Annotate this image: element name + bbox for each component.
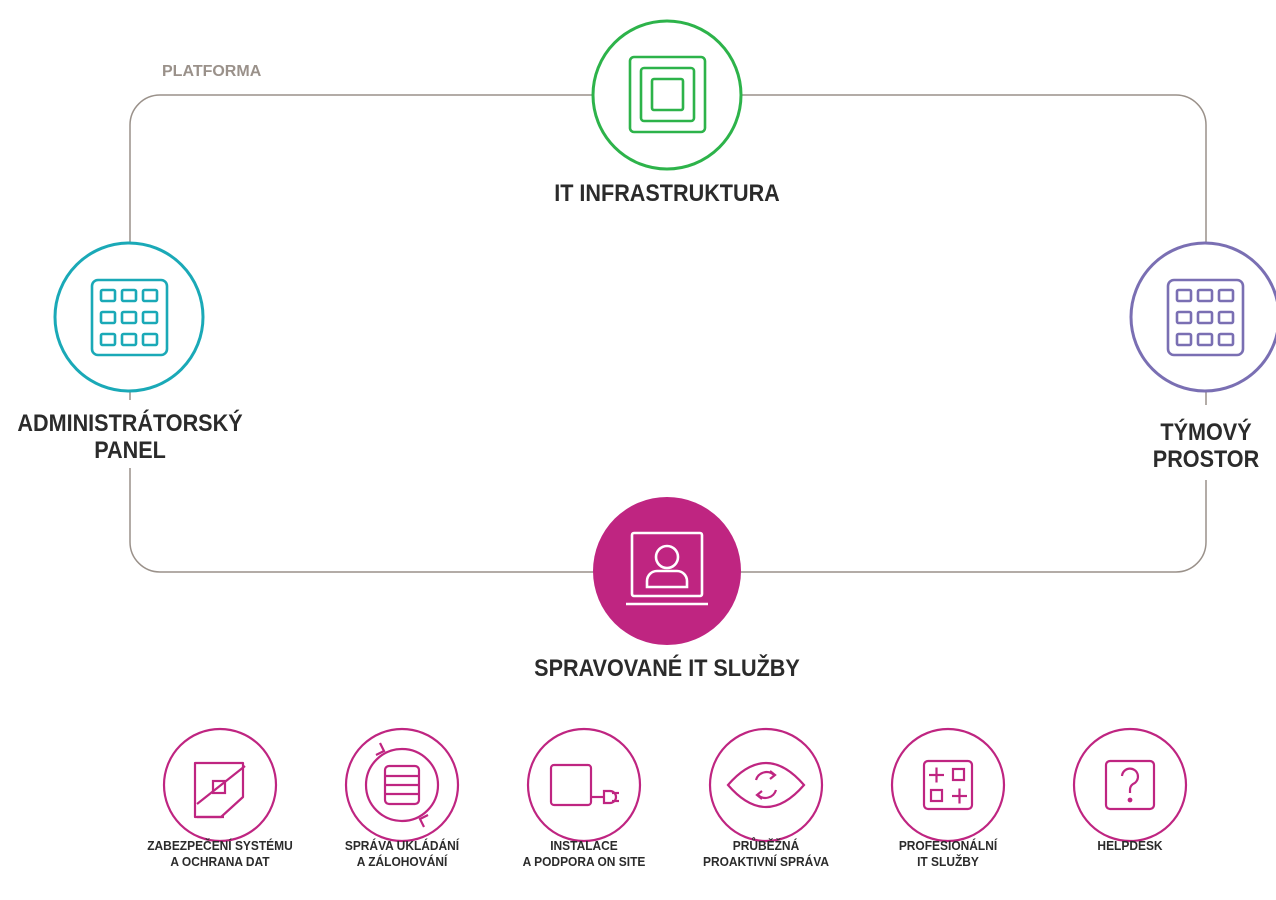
service-label-line: ZABEZPEČENÍ SYSTÉMU	[147, 838, 293, 853]
service-label-security: ZABEZPEČENÍ SYSTÉMU A OCHRANA DAT	[133, 838, 308, 870]
service-label-line: A ZÁLOHOVÁNÍ	[356, 854, 448, 869]
service-label-professional: PROFESIONÁLNÍ IT SLUŽBY	[861, 838, 1036, 870]
service-label-line: SPRÁVA UKLÁDÁNÍ	[344, 838, 460, 853]
service-label-line: A OCHRANA DAT	[170, 854, 270, 869]
app-grid-icon	[1166, 278, 1245, 357]
admin-panel-title: ADMINISTRÁTORSKÝ PANEL	[13, 410, 247, 464]
admin-panel-title-line2: PANEL	[94, 437, 166, 464]
plus-grid-icon	[890, 727, 1006, 843]
service-label-line: HELPDESK	[1097, 838, 1163, 853]
service-label-line: PRŮBĚŽNÁ	[732, 838, 800, 853]
admin-panel-title-line1: ADMINISTRÁTORSKÝ	[17, 410, 243, 437]
team-space-title-line1: TÝMOVÝ	[1160, 419, 1252, 446]
backup-icon	[344, 727, 460, 843]
service-label-onsite: INSTALACE A PODPORA ON SITE	[497, 838, 672, 870]
managed-services-node	[593, 497, 741, 645]
service-label-line: INSTALACE	[550, 838, 618, 853]
infrastructure-node	[591, 19, 743, 171]
eye-icon	[708, 727, 824, 843]
service-label-line: IT SLUŽBY	[917, 854, 979, 869]
shield-icon	[162, 727, 278, 843]
user-monitor-icon	[626, 531, 708, 606]
service-label-helpdesk: HELPDESK	[1043, 838, 1218, 854]
service-label-line: PROAKTIVNÍ SPRÁVA	[702, 854, 830, 869]
question-icon	[1072, 727, 1188, 843]
service-label-backup: SPRÁVA UKLÁDÁNÍ A ZÁLOHOVÁNÍ	[315, 838, 490, 870]
platform-label: PLATFORMA	[162, 63, 262, 80]
service-label-line: A PODPORA ON SITE	[522, 854, 646, 869]
service-label-proactive: PRŮBĚŽNÁ PROAKTIVNÍ SPRÁVA	[679, 838, 854, 870]
managed-services-title: SPRAVOVANÉ IT SLUŽBY	[534, 655, 800, 682]
app-grid-icon	[90, 278, 169, 357]
nested-squares-icon	[628, 55, 707, 134]
service-label-line: PROFESIONÁLNÍ	[898, 838, 998, 853]
team-space-title-line2: PROSTOR	[1152, 446, 1260, 473]
team-space-title: TÝMOVÝ PROSTOR	[1143, 419, 1269, 473]
team-space-node	[1129, 241, 1276, 393]
admin-panel-node	[53, 241, 205, 393]
infrastructure-title: IT INFRASTRUKTURA	[554, 180, 780, 207]
plug-icon	[526, 727, 642, 843]
